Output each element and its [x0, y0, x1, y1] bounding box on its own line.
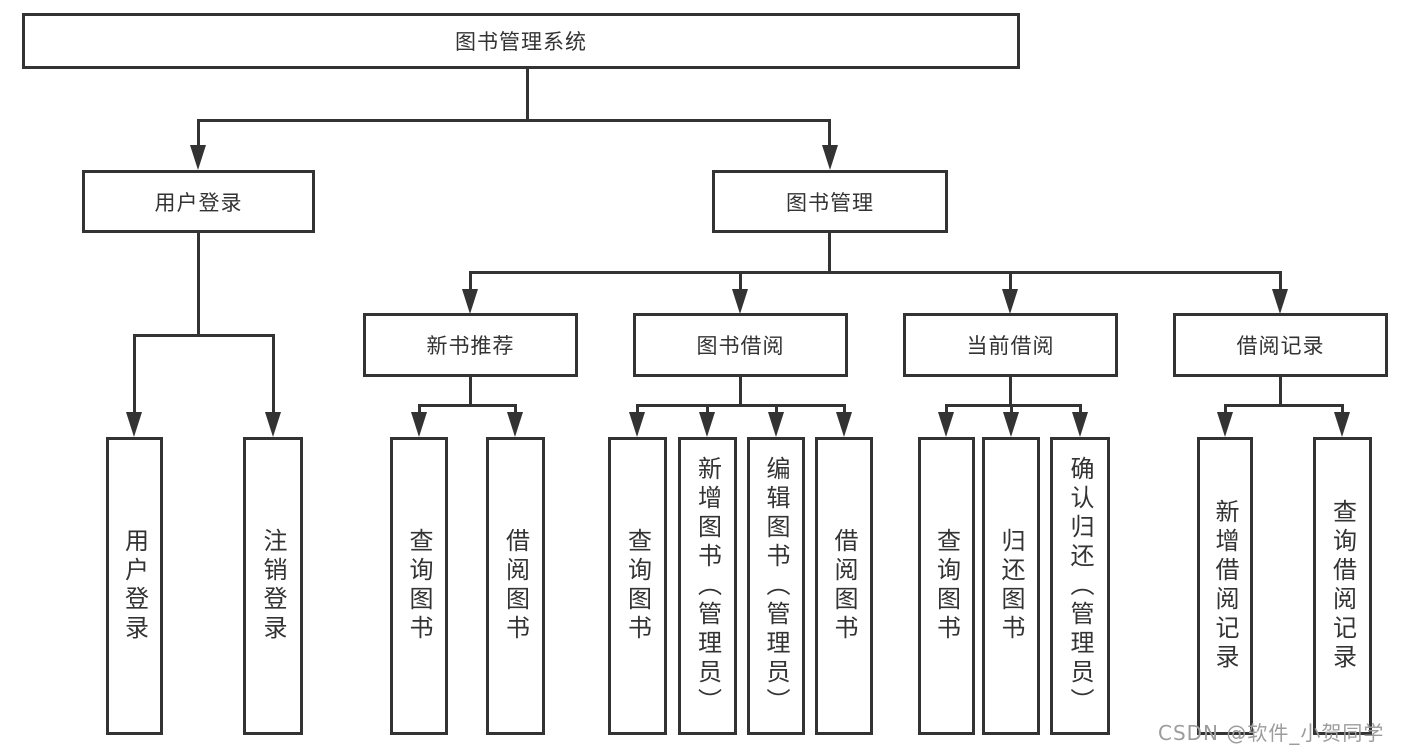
node-book-borrow: 图书借阅 — [633, 313, 848, 377]
connector-line — [197, 119, 831, 122]
leaf-records-add-record: 新增借阅记录 — [1197, 437, 1253, 735]
leaf-recommend-query-books: 查询图书 — [390, 437, 448, 735]
node-label: 查询图书 — [932, 528, 961, 644]
connector-line — [1009, 271, 1012, 291]
arrowhead-down — [190, 145, 206, 170]
node-current-borrow: 当前借阅 — [903, 313, 1118, 377]
connector-line — [469, 377, 472, 407]
node-label: 借阅图书 — [830, 528, 858, 644]
arrowhead-down — [732, 289, 748, 314]
arrowhead-down — [1334, 412, 1350, 437]
connector-line — [1010, 404, 1013, 416]
node-label: 查询借阅记录 — [1328, 499, 1357, 673]
leaf-borrow-borrow-books: 借阅图书 — [815, 437, 873, 735]
arrowhead-down — [836, 412, 852, 437]
leaf-current-confirm-return-admin: 确认归还（管理员） — [1050, 437, 1110, 735]
node-borrow-records: 借阅记录 — [1173, 313, 1388, 377]
arrowhead-down — [411, 412, 427, 437]
connector-line — [1009, 377, 1012, 407]
connector-line — [775, 404, 778, 416]
arrowhead-down — [1003, 412, 1019, 437]
connector-line — [706, 404, 709, 416]
arrowhead-down — [768, 412, 784, 437]
csdn-watermark: CSDN @软件_小贺同学 — [1158, 721, 1385, 745]
node-label: 归还图书 — [997, 528, 1025, 644]
arrowhead-down — [699, 412, 715, 437]
node-label: 用户登录 — [120, 528, 149, 644]
node-label: 图书管理系统 — [455, 30, 587, 54]
leaf-borrow-edit-book-admin: 编辑图书（管理员） — [747, 437, 805, 735]
leaf-user-login: 用户登录 — [106, 437, 163, 735]
node-user-login: 用户登录 — [82, 170, 315, 233]
connector-line — [945, 404, 948, 416]
connector-line — [133, 334, 136, 413]
node-label: 确认归还（管理员） — [1066, 455, 1094, 717]
node-label: 新增借阅记录 — [1211, 499, 1239, 673]
arrowhead-down — [938, 412, 954, 437]
node-label: 当前借阅 — [966, 334, 1055, 358]
arrowhead-down — [629, 412, 645, 437]
arrowhead-down — [126, 412, 142, 437]
arrowhead-down — [1217, 412, 1233, 437]
node-label: 查询图书 — [623, 528, 652, 644]
arrowhead-down — [1072, 412, 1088, 437]
leaf-current-return-books: 归还图书 — [982, 437, 1040, 735]
leaf-recommend-borrow-books: 借阅图书 — [486, 437, 545, 735]
leaf-borrow-add-book-admin: 新增图书（管理员） — [678, 437, 737, 735]
leaf-records-query-record: 查询借阅记录 — [1313, 437, 1372, 735]
connector-line — [739, 377, 742, 407]
leaf-current-query-books: 查询图书 — [918, 437, 975, 735]
connector-line — [828, 232, 831, 273]
node-label: 图书管理 — [786, 190, 874, 215]
node-label: 新增图书（管理员） — [693, 455, 722, 717]
connector-line — [1224, 404, 1344, 407]
connector-line — [843, 404, 846, 416]
connector-line — [469, 271, 1282, 274]
arrowhead-down — [822, 145, 838, 170]
node-label: 用户登录 — [154, 190, 243, 215]
connector-line — [1079, 404, 1082, 416]
connector-line — [828, 119, 831, 147]
connector-line — [197, 232, 200, 336]
node-root: 图书管理系统 — [22, 13, 1020, 69]
node-label: 编辑图书（管理员） — [762, 455, 790, 717]
connector-line — [1224, 404, 1227, 416]
connector-line — [526, 68, 529, 122]
node-label: 查询图书 — [405, 528, 433, 644]
connector-line — [1279, 377, 1282, 407]
node-label: 图书借阅 — [696, 334, 785, 358]
connector-line — [636, 404, 639, 416]
connector-line — [418, 404, 517, 407]
leaf-borrow-query-books: 查询图书 — [608, 437, 667, 735]
arrowhead-down — [1272, 289, 1288, 314]
node-book-management: 图书管理 — [712, 170, 948, 233]
connector-line — [1279, 271, 1282, 291]
connector-line — [418, 404, 421, 416]
arrowhead-down — [507, 412, 523, 437]
connector-line — [514, 404, 517, 416]
connector-line — [469, 271, 472, 291]
node-label: 新书推荐 — [426, 334, 515, 358]
connector-line — [739, 271, 742, 291]
node-label: 借阅图书 — [501, 528, 530, 644]
node-new-book-recommend: 新书推荐 — [363, 313, 578, 377]
connector-line — [945, 404, 1082, 407]
arrowhead-down — [462, 289, 478, 314]
node-label: 注销登录 — [259, 528, 287, 644]
leaf-logout: 注销登录 — [243, 437, 303, 735]
connector-line — [133, 334, 275, 337]
connector-line — [197, 119, 200, 147]
arrowhead-down — [1002, 289, 1018, 314]
connector-line — [636, 404, 846, 407]
connector-line — [1341, 404, 1344, 416]
connector-line — [272, 334, 275, 413]
node-label: 借阅记录 — [1236, 334, 1325, 358]
arrowhead-down — [265, 412, 281, 437]
